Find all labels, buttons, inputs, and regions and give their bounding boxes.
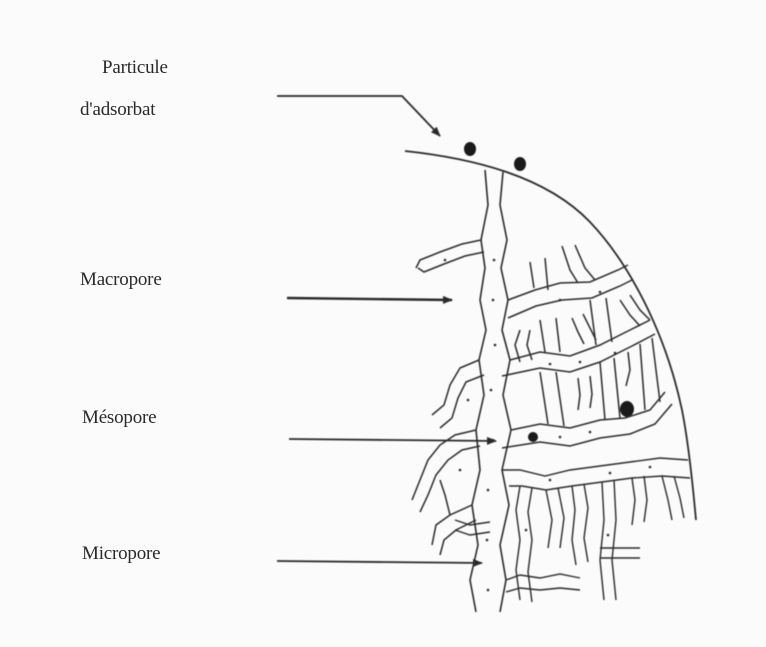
arrow-macropore [287, 298, 452, 300]
branch-lower-left [412, 360, 484, 555]
micropore-network [455, 458, 690, 602]
branch-upper-left [416, 240, 484, 272]
pointer-arrows [277, 96, 496, 563]
adsorbate-particle-2 [514, 157, 526, 171]
branch-upper-right [508, 245, 632, 318]
adsorbate-particle-1 [464, 142, 476, 156]
adsorbate-particle-4 [528, 432, 538, 442]
adsorbate-particle-3 [620, 401, 634, 417]
arrow-micropore [277, 561, 482, 563]
arrow-particule [277, 96, 440, 136]
arrow-mesopore [289, 439, 496, 441]
